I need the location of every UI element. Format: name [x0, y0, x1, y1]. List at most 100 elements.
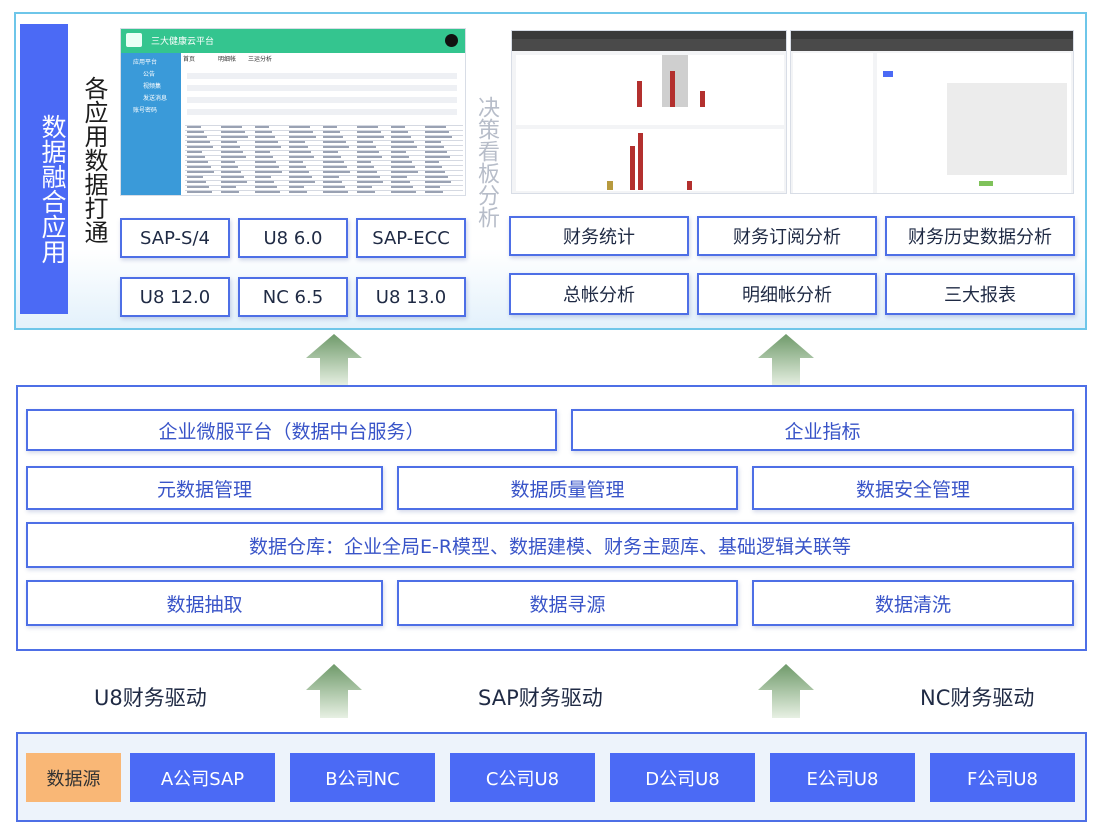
table-cell [323, 126, 337, 128]
table-cell [221, 161, 235, 163]
table-cell [255, 166, 279, 168]
source-box: C公司U8 [450, 753, 595, 802]
table-cell [391, 176, 407, 178]
analysis-box: 三大报表 [885, 273, 1075, 315]
table-cell [391, 166, 415, 168]
source-box: D公司U8 [610, 753, 755, 802]
table-cell [289, 191, 307, 193]
nav-item: 发送消息 [143, 95, 168, 102]
app-screenshot: 三大健康云平台 应用平台 公告 视频集 发送消息 账号密码 首页 明细帐 三运分… [120, 28, 466, 196]
up-arrow-icon [758, 334, 814, 386]
table-cell [289, 146, 308, 148]
table-cell [255, 181, 274, 183]
form-field [187, 97, 457, 103]
nav-item: 应用平台 [133, 59, 158, 66]
chart-screenshot [511, 30, 787, 194]
table-cell [357, 166, 374, 168]
table-cell [289, 126, 310, 128]
table-cell [289, 136, 316, 138]
up-arrow-icon [306, 664, 362, 718]
driver-label: U8财务驱动 [94, 686, 207, 710]
system-box: SAP-S/4 [120, 218, 230, 258]
table-cell [221, 186, 236, 188]
table-cell [391, 151, 406, 153]
table-cell [323, 146, 349, 148]
system-box: NC 6.5 [238, 277, 348, 317]
table-cell [323, 151, 338, 153]
table-cell [187, 141, 210, 143]
table-cell [323, 136, 343, 138]
source-box: F公司U8 [930, 753, 1075, 802]
table-row [185, 135, 463, 136]
metadata-box: 元数据管理 [26, 466, 383, 510]
table-cell [289, 166, 306, 168]
table-cell [221, 171, 241, 173]
system-box: U8 13.0 [356, 277, 466, 317]
table-cell [391, 156, 409, 158]
security-box: 数据安全管理 [752, 466, 1074, 510]
table-cell [357, 131, 381, 133]
table-cell [391, 181, 410, 183]
table-cell [255, 161, 276, 163]
table-cell [425, 171, 445, 173]
table-cell [357, 161, 371, 163]
form-screenshot [790, 30, 1074, 194]
table-cell [391, 146, 417, 148]
table-cell [187, 186, 209, 188]
system-box: SAP-ECC [356, 218, 466, 258]
table-row [185, 160, 463, 161]
table-row [185, 155, 463, 156]
table-cell [289, 161, 303, 163]
table-row [185, 140, 463, 141]
source-box: E公司U8 [770, 753, 915, 802]
table-cell [289, 141, 305, 143]
table-cell [391, 171, 418, 173]
table-cell [221, 156, 246, 158]
source-box: B公司NC [290, 753, 435, 802]
table-cell [357, 151, 379, 153]
app-title: 三大健康云平台 [151, 37, 215, 47]
side-title: 数据融合应用 [20, 24, 68, 314]
quality-box: 数据质量管理 [397, 466, 738, 510]
table-cell [221, 181, 247, 183]
table-cell [425, 136, 452, 138]
tab-home: 首页 [183, 56, 196, 63]
table-row [185, 190, 463, 191]
indicator-box: 企业指标 [571, 409, 1074, 451]
table-cell [425, 181, 451, 183]
analysis-box: 明细帐分析 [697, 273, 877, 315]
table-cell [221, 141, 237, 143]
table-cell [255, 171, 282, 173]
table-cell [187, 161, 208, 163]
analysis-box: 财务历史数据分析 [885, 216, 1075, 256]
apps-title: 各应用数据打通 [80, 76, 108, 244]
table-cell [187, 176, 203, 178]
table-cell [187, 156, 205, 158]
table-cell [425, 186, 440, 188]
table-cell [221, 146, 240, 148]
tab-detail: 明细帐 [218, 56, 237, 63]
table-cell [357, 136, 384, 138]
table-cell [187, 131, 204, 133]
driver-label: NC财务驱动 [920, 686, 1035, 710]
table-row [185, 165, 463, 166]
warehouse-box: 数据仓库：企业全局E-R模型、数据建模、财务主题库、基础逻辑关联等 [26, 522, 1074, 568]
table-cell [357, 181, 383, 183]
table-cell [391, 136, 411, 138]
table-cell [187, 191, 212, 193]
table-row [185, 170, 463, 171]
table-cell [357, 156, 382, 158]
table-cell [255, 131, 272, 133]
table-cell [323, 181, 342, 183]
table-cell [357, 176, 380, 178]
form-field [187, 85, 457, 91]
table-cell [391, 186, 413, 188]
table-cell [425, 126, 446, 128]
table-cell [323, 176, 339, 178]
table-cell [391, 161, 412, 163]
table-cell [391, 191, 416, 193]
table-cell [357, 171, 377, 173]
platform-box: 企业微服平台（数据中台服务） [26, 409, 557, 451]
app-logo-icon [126, 33, 142, 47]
table-cell [323, 171, 350, 173]
